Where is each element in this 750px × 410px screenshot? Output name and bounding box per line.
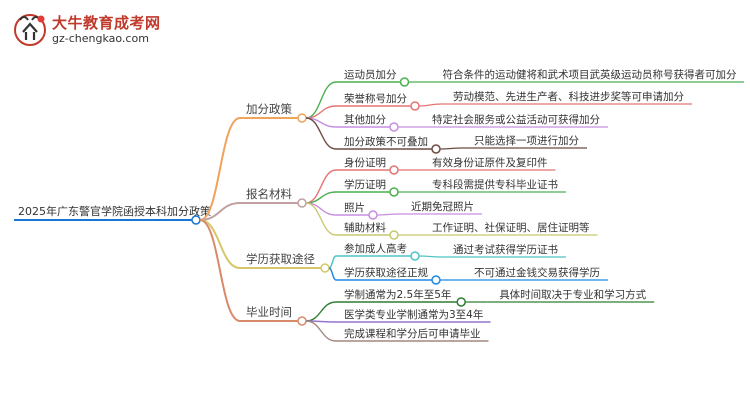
leaf-1-1: 专科段需提供专科毕业证书 <box>432 178 558 191</box>
subtopic-node-handle[interactable] <box>410 251 420 261</box>
leaf-connector <box>439 147 463 150</box>
branch-node-handle[interactable] <box>297 198 307 208</box>
branch-topic-3: 毕业时间 <box>246 305 292 319</box>
subtopic-connector <box>328 255 337 269</box>
subtopic-connector <box>305 117 337 150</box>
subtopic-3-2: 完成课程和学分后可申请毕业 <box>344 327 481 340</box>
subtopic-0-0: 运动员加分 <box>344 69 397 81</box>
subtopic-node-handle[interactable] <box>389 187 399 197</box>
subtopic-3-1: 医学类专业学制通常为3至4年 <box>344 308 483 321</box>
subtopic-0-2: 其他加分 <box>344 113 386 126</box>
leaf-0-2: 特定社会服务或公益活动可获得加分 <box>432 113 600 126</box>
branch-node-handle[interactable] <box>297 316 307 326</box>
subtopic-connector <box>328 267 337 281</box>
branch-connector <box>199 219 241 269</box>
subtopic-node-handle[interactable] <box>389 122 399 132</box>
subtopic-node-handle[interactable] <box>431 275 441 285</box>
subtopic-node-handle[interactable] <box>456 297 466 307</box>
leaf-0-1: 劳动模范、先进生产者、科技进步奖等可申请加分 <box>453 90 684 103</box>
branch-node-handle[interactable] <box>320 263 330 273</box>
leaf-2-0: 通过考试获得学历证书 <box>453 243 558 256</box>
site-logo[interactable]: 大牛教育成考网 gz-chengkao.com <box>12 10 182 50</box>
subtopic-node-handle[interactable] <box>431 144 441 154</box>
branch-node-handle[interactable] <box>297 113 307 123</box>
leaf-1-2: 近期免冠照片 <box>411 200 474 213</box>
leaf-connector <box>418 103 442 107</box>
branch-topic-1: 报名材料 <box>246 187 292 201</box>
branch-topic-0: 加分政策 <box>246 102 292 116</box>
leaf-3-0: 具体时间取决于专业和学习方式 <box>499 288 646 301</box>
site-url: gz-chengkao.com <box>52 32 149 45</box>
bull-logo-icon <box>14 14 46 46</box>
branch-topic-2: 学历获取途径 <box>246 252 315 266</box>
subtopic-node-handle[interactable] <box>368 210 378 220</box>
leaf-connector <box>418 255 442 258</box>
leaf-0-0: 符合条件的运动健将和武术项目武英级运动员称号获得者可加分 <box>443 68 737 81</box>
branch-connector <box>199 202 241 221</box>
root-node-handle[interactable] <box>191 215 201 225</box>
subtopic-2-1: 学历获取途径正规 <box>344 266 428 279</box>
subtopic-0-1: 荣誉称号加分 <box>344 92 407 105</box>
subtopic-connector <box>305 320 337 342</box>
leaf-connector <box>376 213 400 216</box>
subtopic-connector <box>305 81 337 119</box>
leaf-0-3: 只能选择一项进行加分 <box>474 134 579 147</box>
subtopic-1-1: 学历证明 <box>344 178 386 191</box>
subtopic-node-handle[interactable] <box>410 101 420 111</box>
subtopic-connector <box>305 301 337 322</box>
subtopic-node-handle[interactable] <box>399 77 410 87</box>
subtopic-connector <box>305 202 337 236</box>
leaf-1-0: 有效身份证原件及复印件 <box>432 156 548 169</box>
branch-connector <box>199 117 241 221</box>
subtopic-2-0: 参加成人高考 <box>344 242 407 255</box>
subtopic-0-3: 加分政策不可叠加 <box>344 135 428 148</box>
subtopic-node-handle[interactable] <box>389 230 399 240</box>
subtopic-1-0: 身份证明 <box>344 156 386 169</box>
subtopic-3-0: 学制通常为2.5年至5年 <box>344 288 451 301</box>
root-topic: 2025年广东警官学院函授本科加分政策 <box>18 204 211 218</box>
subtopic-1-3: 辅助材料 <box>344 221 386 234</box>
branch-connector <box>199 219 241 322</box>
subtopic-node-handle[interactable] <box>389 165 399 175</box>
subtopic-1-2: 照片 <box>344 201 365 214</box>
leaf-2-1: 不可通过金钱交易获得学历 <box>474 266 600 279</box>
site-name: 大牛教育成考网 <box>52 14 161 32</box>
leaf-1-3: 工作证明、社保证明、居住证明等 <box>432 221 590 234</box>
